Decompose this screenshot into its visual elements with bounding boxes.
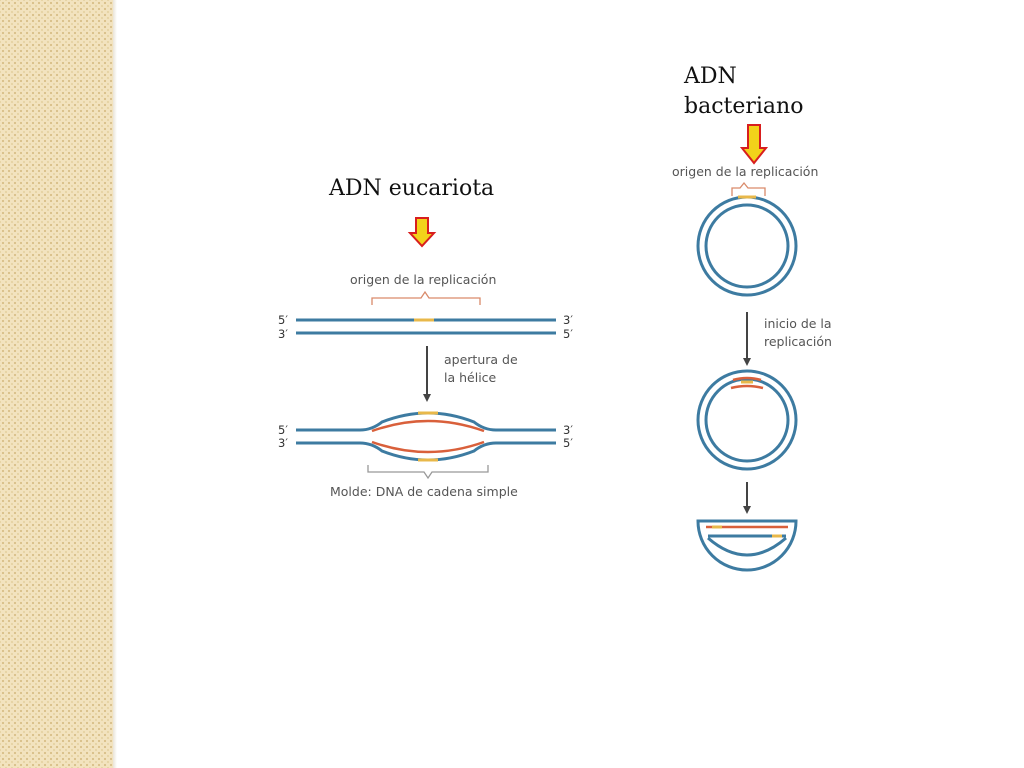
side-band-edge [113,0,117,768]
late-outer-strand [696,519,798,572]
eukaryote-title: ADN eucariota [329,176,495,201]
chromosome-inner-strand [704,203,790,289]
bottom-strand-3-prime: 3′ [278,327,288,341]
theta-new-strand-bottom [730,384,764,390]
helix-opening-label-line1: apertura de [444,352,518,367]
chromosome-outer-strand [696,195,798,297]
replication-start-label-line1: inicio de la [764,316,832,331]
replication-start-label-line2: replicación [764,334,832,349]
bacterial-theta-structure [696,369,798,471]
top-strand-3-prime: 3′ [563,313,573,327]
bubble-3-prime-left: 3′ [278,436,288,450]
template-bracket [367,465,489,480]
new-strand-top [371,419,485,433]
eukaryote-origin-label: origen de la replicación [350,272,496,287]
theta-outer-strand [696,369,798,471]
bacterial-origin-label: origen de la replicación [672,164,818,179]
helix-opening-label-line2: la hélice [444,370,497,385]
theta-new-strand-top [732,376,762,382]
eukaryote-pointer-arrow-icon [407,217,437,248]
bacterial-late-replication [696,519,798,572]
late-inner-strand [707,536,787,557]
bubble-5-prime-left: 5′ [278,423,288,437]
top-strand-5-prime: 5′ [278,313,288,327]
bacterial-origin-bracket [731,181,766,196]
bubble-5-prime-right: 5′ [563,436,573,450]
eukaryote-step-arrow: apertura de la hélice [423,346,518,402]
template-label: Molde: DNA de cadena simple [330,484,518,499]
new-strand-bottom [371,440,485,454]
theta-inner-strand [704,377,790,463]
decorative-side-band [0,0,113,768]
bubble-3-prime-right: 3′ [563,423,573,437]
eukaryote-origin-bracket [371,290,481,305]
eukaryote-linear-dna: origen de la replicación 5′ 3′ 3′ 5′ [278,272,573,341]
bacterial-pointer-arrow-icon [739,124,769,165]
bacterial-title: ADN bacteriano [684,64,804,119]
eukaryote-replication-bubble: 5′ 3′ 3′ 5′ Molde: DNA de cadena simple [278,411,573,499]
bacterial-circular-dna: origen de la replicación [672,164,818,297]
bottom-strand-5-prime: 5′ [563,327,573,341]
bacterial-step-arrow: inicio de la replicación [743,312,832,366]
